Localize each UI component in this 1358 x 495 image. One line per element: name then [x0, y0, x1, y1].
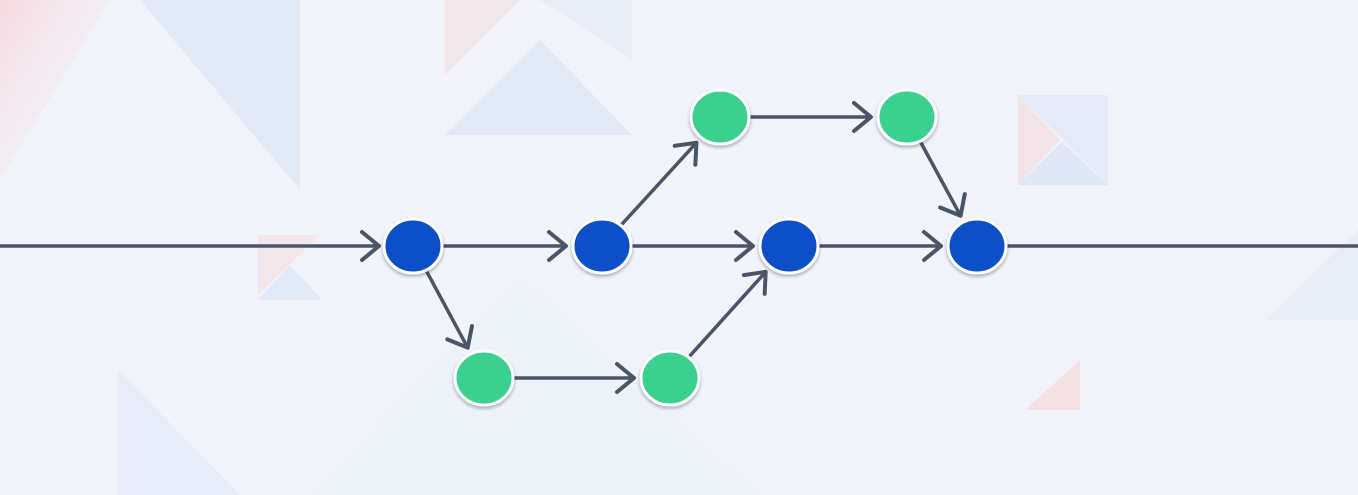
main-commit-node-main-3	[758, 217, 820, 275]
branch-commit-node-upper-branch-1	[689, 88, 751, 146]
edge-lower-branch-2-to-main-3	[688, 269, 768, 358]
branch-commit-node-lower-branch-2	[639, 349, 701, 407]
main-commit-node-main-2	[571, 217, 633, 275]
branch-commit-node-upper-branch-2	[876, 88, 938, 146]
main-commit-node-main-1	[382, 217, 444, 275]
edge-main-1-to-lower-branch-1	[425, 270, 474, 350]
edge-main-2-to-upper-branch-1	[620, 140, 699, 226]
edge-upper-branch-2-to-main-4	[919, 141, 967, 218]
branch-commit-node-lower-branch-1	[453, 349, 515, 407]
main-commit-node-main-4	[946, 217, 1008, 275]
